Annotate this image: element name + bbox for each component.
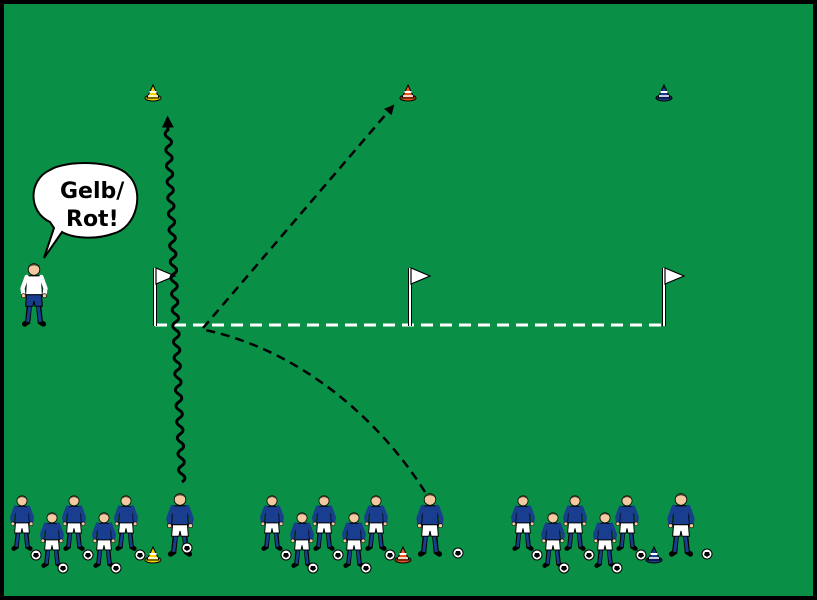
- ball: [452, 547, 464, 559]
- waiting-player: [341, 512, 367, 568]
- coach-figure: [20, 263, 48, 327]
- waiting-player: [614, 495, 640, 551]
- ball: [611, 562, 623, 574]
- waiting-player: [91, 512, 117, 568]
- ball: [360, 562, 372, 574]
- ball: [332, 549, 344, 561]
- player-group-2: [259, 493, 464, 574]
- ball: [307, 562, 319, 574]
- flag-left: [153, 267, 177, 326]
- waiting-player: [9, 495, 35, 551]
- ball: [384, 549, 396, 561]
- active-player: [416, 493, 444, 557]
- waiting-player: [39, 512, 65, 568]
- target-cones: [144, 83, 673, 102]
- cone-blue-target: [655, 83, 673, 102]
- speech-line-1: Gelb/: [60, 179, 125, 204]
- flag-middle: [408, 267, 432, 326]
- ball: [57, 562, 69, 574]
- ball: [583, 549, 595, 561]
- player-groups: [9, 493, 713, 574]
- cone-blue-start: [645, 545, 663, 564]
- speech-bubble: Gelb/ Rot!: [32, 162, 139, 259]
- ball: [531, 549, 543, 561]
- waiting-player: [562, 495, 588, 551]
- ball: [181, 542, 193, 554]
- dribble-path: [161, 115, 187, 484]
- ball: [82, 549, 94, 561]
- active-player: [667, 493, 695, 557]
- ball: [134, 549, 146, 561]
- ball: [280, 549, 292, 561]
- ball: [30, 549, 42, 561]
- waiting-player: [311, 495, 337, 551]
- ball: [558, 562, 570, 574]
- player-group-1: [9, 493, 194, 574]
- ball: [635, 549, 647, 561]
- waiting-player: [259, 495, 285, 551]
- cone-yellow-target: [144, 83, 162, 102]
- cone-red-target: [399, 83, 417, 102]
- cone-yellow-start: [144, 545, 162, 564]
- coach: [20, 263, 48, 327]
- waiting-player: [592, 512, 618, 568]
- speech-line-2: Rot!: [66, 207, 119, 232]
- waiting-player: [61, 495, 87, 551]
- cone-red-start: [394, 545, 412, 564]
- waiting-player: [363, 495, 389, 551]
- ball: [110, 562, 122, 574]
- player-group-3: [510, 493, 713, 574]
- waiting-player: [113, 495, 139, 551]
- flags: [153, 267, 686, 326]
- active-player: [166, 493, 194, 557]
- pass-path-to-gate: [204, 328, 427, 493]
- flag-right: [662, 267, 686, 326]
- ball: [701, 548, 713, 560]
- pass-path-to-red-cone: [202, 104, 395, 329]
- waiting-player: [510, 495, 536, 551]
